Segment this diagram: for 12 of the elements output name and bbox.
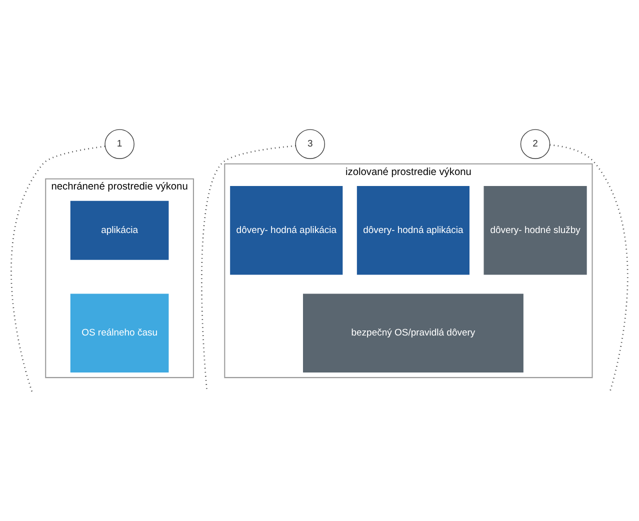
node-box: dôvery- hodná aplikácia [356,185,470,274]
connector [201,144,296,392]
node-box: bezpečný OS/pravidlá dôvery [303,293,524,372]
node-circle: 1 [104,128,134,158]
node-box: dôvery- hodné služby [484,185,587,274]
node-circle: 3 [295,128,325,158]
node-box: OS reálneho času [70,293,169,372]
node-circle: 2 [520,128,550,158]
node-box: dôvery- hodná aplikácia [230,185,343,274]
connector [10,145,106,392]
connector [550,144,628,392]
node-box: aplikácia [70,200,169,260]
